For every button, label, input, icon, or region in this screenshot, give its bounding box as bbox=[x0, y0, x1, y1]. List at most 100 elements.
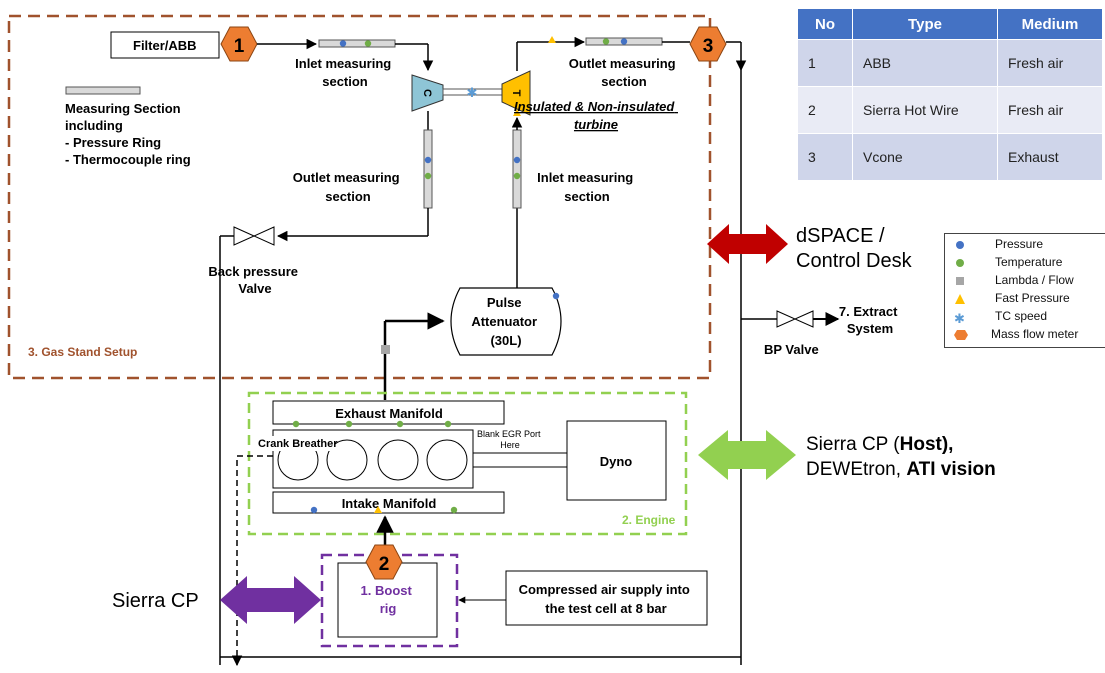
dspace-double-arrow bbox=[707, 224, 788, 264]
temperature-sensor bbox=[513, 172, 521, 180]
sierra-host-label: Sierra CP (Host), bbox=[806, 434, 953, 455]
legend-pressure-label: Pressure bbox=[995, 237, 1044, 251]
measuring-section-description: Measuring Section including - Pressure R… bbox=[65, 101, 191, 167]
inlet-measuring-top-label: Inlet measuring section bbox=[295, 56, 395, 89]
table-cell-no: 2 bbox=[797, 86, 853, 134]
temperature-sensor bbox=[364, 40, 372, 47]
compressed-air-supply-label: Compressed air supply into the test cell… bbox=[519, 582, 694, 616]
table-cell-type: Sierra Hot Wire bbox=[852, 86, 998, 134]
mass-flow-meter-3-icon bbox=[689, 26, 727, 62]
bp-valve-icon-b bbox=[793, 310, 814, 328]
legend-fast-pressure: Fast Pressure bbox=[945, 290, 1105, 307]
pressure-dot-icon bbox=[956, 241, 964, 249]
sierra-cp-double-arrow bbox=[220, 576, 321, 624]
compressor-label: C bbox=[421, 89, 433, 97]
engine-shaft bbox=[472, 452, 568, 468]
pulse-attenuator-label: Pulse Attenuator (30L) bbox=[471, 295, 540, 348]
table-row: 3 Vcone Exhaust bbox=[797, 133, 1103, 181]
table-header-medium: Medium bbox=[997, 8, 1103, 40]
outlet-measuring-top-label: Outlet measuring section bbox=[569, 56, 680, 89]
table-row: 1 ABB Fresh air bbox=[797, 39, 1103, 87]
intake-manifold bbox=[272, 491, 505, 514]
turbine-icon bbox=[501, 70, 531, 116]
lambda-flow-sensor bbox=[381, 345, 390, 354]
legend-tc-speed-label: TC speed bbox=[995, 309, 1048, 323]
table-row: 2 Sierra Hot Wire Fresh air bbox=[797, 86, 1103, 134]
extract-system-label: 7. Extract System bbox=[839, 304, 901, 336]
dspace-label: dSPACE / Control Desk bbox=[796, 225, 913, 272]
exhaust-manifold-label: Exhaust Manifold bbox=[335, 406, 443, 421]
exhaust-manifold bbox=[272, 400, 505, 425]
compressed-air-supply-box bbox=[505, 570, 708, 626]
compressor-icon bbox=[411, 74, 444, 112]
back-pressure-valve-icon-b bbox=[252, 226, 275, 246]
engine-label: 2. Engine bbox=[622, 513, 676, 527]
gas-stand-label: 3. Gas Stand Setup bbox=[28, 345, 137, 359]
engine-daq-double-arrow bbox=[698, 430, 796, 480]
temperature-dot-icon bbox=[956, 259, 964, 267]
fast-pressure-sensor bbox=[513, 109, 521, 116]
back-pressure-valve-icon bbox=[233, 226, 256, 246]
boost-rig-label: 1. Boost rig bbox=[361, 583, 416, 616]
fast-pressure-triangle-icon bbox=[955, 294, 965, 304]
temperature-sensor bbox=[450, 506, 458, 514]
bp-valve-icon bbox=[776, 310, 797, 328]
legend-lambda-flow: Lambda / Flow bbox=[945, 272, 1105, 289]
filter-abb-label: Filter/ABB bbox=[133, 38, 197, 53]
table-cell-no: 1 bbox=[797, 39, 853, 87]
measuring-section-symbol bbox=[65, 86, 141, 95]
temperature-sensor bbox=[345, 420, 353, 428]
insulated-turbine-label: Insulated & Non-insulated turbine bbox=[514, 99, 678, 132]
legend-pressure: Pressure bbox=[945, 236, 1105, 253]
table-cell-medium: Fresh air bbox=[997, 39, 1103, 87]
outlet-measuring-section-left bbox=[423, 129, 433, 209]
lambda-square-icon bbox=[956, 277, 964, 285]
crank-breather-line bbox=[231, 455, 273, 667]
outlet-measuring-left-label: Outlet measuring section bbox=[293, 170, 404, 204]
filter-abb-box bbox=[110, 31, 220, 59]
inlet-measuring-section-right bbox=[512, 129, 522, 209]
table-cell-medium: Exhaust bbox=[997, 133, 1103, 181]
dyno-box bbox=[566, 420, 667, 501]
legend-fast-pressure-label: Fast Pressure bbox=[995, 291, 1070, 305]
mass-flow-meter-2-icon bbox=[365, 544, 403, 580]
pulse-attenuator-tank bbox=[450, 287, 562, 356]
inlet-measuring-section-top bbox=[318, 39, 396, 48]
legend-mass-flow-meter-label: Mass flow meter bbox=[991, 327, 1079, 341]
crank-breather-label: Crank Breather bbox=[258, 438, 338, 450]
cylinder bbox=[426, 439, 468, 481]
legend-temperature: Temperature bbox=[945, 254, 1105, 271]
mass-flow-meter-3-number: 3 bbox=[703, 36, 714, 57]
legend-lambda-flow-label: Lambda / Flow bbox=[995, 273, 1074, 287]
pressure-sensor bbox=[339, 40, 347, 47]
pressure-sensor bbox=[620, 38, 628, 45]
fast-pressure-sensor bbox=[548, 36, 556, 43]
legend-tc-speed: ✱ TC speed bbox=[945, 308, 1105, 325]
back-pressure-valve-label: Back pressure Valve bbox=[208, 264, 301, 296]
table-header-no: No bbox=[797, 8, 853, 40]
temperature-sensor bbox=[424, 172, 432, 180]
crank-breather-label-bg bbox=[257, 436, 335, 451]
sensor-legend: Pressure Temperature Lambda / Flow Fast … bbox=[944, 233, 1105, 348]
temperature-sensor bbox=[292, 420, 300, 428]
table-cell-medium: Fresh air bbox=[997, 86, 1103, 134]
cylinder bbox=[377, 439, 419, 481]
pressure-sensor bbox=[424, 156, 432, 164]
tc-speed-sensor-icon: ✱ bbox=[467, 85, 478, 100]
mass-flow-meter-2-number: 2 bbox=[379, 554, 390, 575]
table-header-type: Type bbox=[852, 8, 998, 40]
bp-valve-label: BP Valve bbox=[764, 342, 819, 357]
table-cell-type: Vcone bbox=[852, 133, 998, 181]
pressure-sensor bbox=[513, 156, 521, 164]
cylinder bbox=[326, 439, 368, 481]
temperature-sensor bbox=[444, 420, 452, 428]
intake-manifold-label: Intake Manifold bbox=[342, 496, 437, 511]
svg-text:✱: ✱ bbox=[954, 311, 965, 325]
legend-mass-flow-meter: Mass flow meter bbox=[945, 326, 1105, 343]
egr-port-label: Blank EGR Port Here bbox=[477, 429, 543, 450]
dewetron-label: DEWEtron, ATI vision bbox=[806, 459, 996, 480]
sierra-cp-label: Sierra CP bbox=[112, 590, 199, 612]
mass-flow-meter-1-number: 1 bbox=[234, 36, 245, 57]
gas-stand-box bbox=[7, 14, 712, 380]
